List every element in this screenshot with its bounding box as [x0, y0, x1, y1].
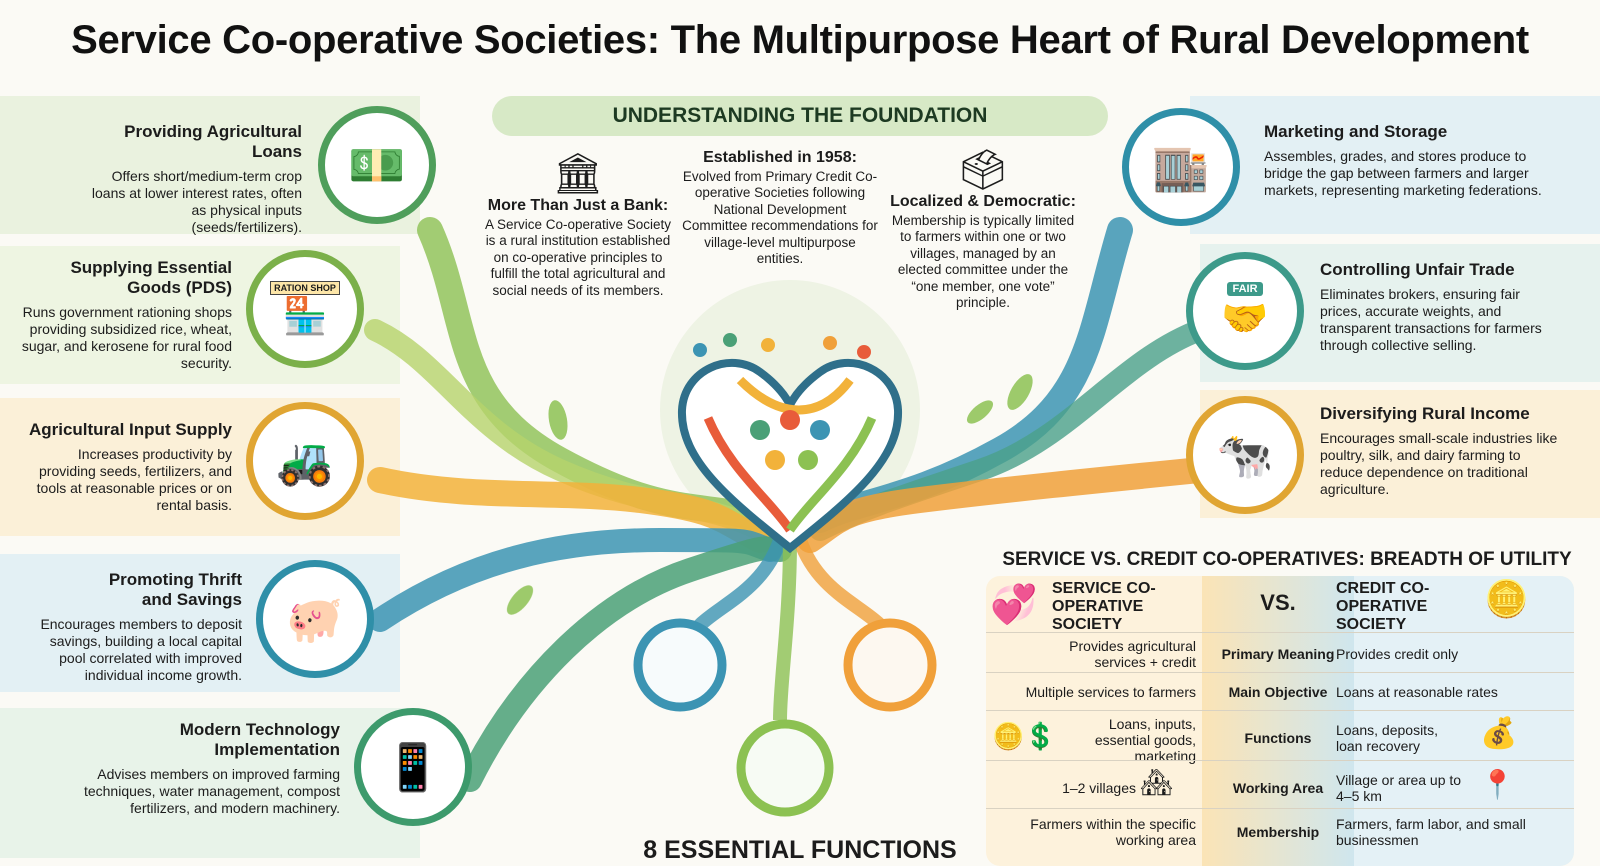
institution-icon: 🏛 [552, 151, 604, 197]
ballot-box-icon: 🗳 [957, 147, 1009, 193]
established-block: Established in 1958: Evolved from Primar… [680, 149, 880, 268]
ration-shop-icon: RATION SHOP 🏪 [246, 250, 364, 368]
function-goods: Supplying Essential Goods (PDS) Runs gov… [20, 258, 232, 372]
page-title: Service Co-operative Societies: The Mult… [71, 18, 1529, 62]
essential-functions-label: 8 ESSENTIAL FUNCTIONS [643, 836, 957, 864]
function-text: Increases productivity by providing seed… [36, 446, 232, 513]
warehouse-icon: 🏬 [1122, 108, 1240, 226]
leaves [506, 374, 1033, 615]
credit-primary-meaning: Provides credit only [1336, 646, 1459, 662]
map-pin-icon: 📍 [1480, 768, 1515, 801]
ration-shop-sign: RATION SHOP [270, 281, 340, 295]
village-icon: 🏘 [1140, 768, 1174, 798]
localized-text: Membership is typically limited to farme… [891, 212, 1075, 311]
label-functions: Functions [1244, 730, 1312, 746]
credit-main-objective: Loans at reasonable rates [1336, 684, 1498, 700]
left-branches [364, 217, 792, 792]
label-membership: Membership [1236, 824, 1320, 840]
function-text: Encourages members to deposit savings, b… [40, 616, 242, 683]
localized-block: 🗳 Localized & Democratic: Membership is … [890, 146, 1076, 312]
service-main-objective: Multiple services to farmers [1025, 684, 1196, 700]
coins-icon: 🪙💲 [992, 722, 1057, 752]
function-text: Advises members on improved farming tech… [83, 766, 340, 816]
tractor-icon: 🚜 [246, 402, 364, 520]
function-title: Marketing and Storage [1264, 122, 1448, 141]
credit-header: CREDIT CO-OPERATIVE SOCIETY [1336, 580, 1430, 633]
function-marketing: Marketing and Storage Assembles, grades,… [1264, 122, 1544, 199]
function-title: Supplying Essential Goods (PDS) [70, 258, 232, 297]
tablet-icon: 📱 [354, 708, 472, 826]
money-icon: 💵 [318, 106, 436, 224]
service-header: SERVICE CO-OPERATIVE SOCIETY [1052, 580, 1156, 633]
credit-membership: Farmers, farm labor, and small businessm… [1336, 816, 1526, 848]
livestock-icon: 🐄 [1186, 396, 1304, 514]
function-unfair-trade: Controlling Unfair Trade Eliminates brok… [1320, 260, 1560, 354]
function-text: Assembles, grades, and stores produce to… [1264, 148, 1542, 198]
function-title: Diversifying Rural Income [1320, 404, 1530, 423]
localized-title: Localized & Democratic: [890, 193, 1076, 210]
function-title: Controlling Unfair Trade [1320, 260, 1515, 279]
function-title: Agricultural Input Supply [28, 420, 232, 439]
heart-emblem [677, 333, 903, 554]
heart-icon: 💞 [990, 582, 1038, 626]
band-marketing [1190, 96, 1600, 234]
label-main-objective: Main Objective [1228, 684, 1328, 700]
service-primary-meaning: Provides agricultural services + credit [1069, 638, 1196, 670]
function-title: Modern Technology Implementation [179, 720, 340, 759]
function-diversify: Diversifying Rural Income Encourages sma… [1320, 404, 1560, 498]
table-row-divider [986, 672, 1574, 673]
comparison-title: SERVICE VS. CREDIT CO-OPERATIVES: BREADT… [1002, 549, 1572, 570]
coin-hand-icon: 🪙 [1484, 579, 1529, 620]
handshake-icon: FAIR 🤝 [1186, 252, 1304, 370]
label-working-area: Working Area [1232, 780, 1324, 796]
established-title: Established in 1958: [703, 149, 857, 166]
function-thrift: Promoting Thrift and Savings Encourages … [20, 570, 242, 684]
function-technology: Modern Technology Implementation Advises… [80, 720, 340, 817]
comparison-middle-column [1202, 576, 1354, 866]
function-text: Eliminates brokers, ensuring fair prices… [1320, 286, 1542, 353]
credit-functions: Loans, deposits, loan recovery [1336, 722, 1438, 754]
function-title: Promoting Thrift and Savings [108, 570, 242, 609]
table-row-divider [986, 760, 1574, 761]
function-text: Offers short/medium-term crop loans at l… [91, 168, 302, 235]
function-inputs: Agricultural Input Supply Increases prod… [20, 420, 232, 514]
service-working-area: 1–2 villages [1062, 780, 1136, 796]
service-functions: Loans, inputs, essential goods, marketin… [1094, 716, 1196, 764]
function-text: Encourages small-scale industries like p… [1320, 430, 1558, 497]
function-loans: Providing Agricultural Loans Offers shor… [90, 122, 302, 236]
established-text: Evolved from Primary Credit Co-operative… [682, 168, 878, 267]
function-text: Runs government rationing shops providin… [21, 304, 232, 371]
service-membership: Farmers within the specific working area [1030, 816, 1196, 848]
fair-tag: FAIR [1227, 281, 1263, 296]
table-row-divider [986, 710, 1574, 711]
vs-label: VS. [1260, 590, 1296, 615]
foundation-heading: UNDERSTANDING THE FOUNDATION [492, 96, 1108, 136]
comparison-right-column [1354, 576, 1574, 866]
comparison-table: 💞 SERVICE CO-OPERATIVE SOCIETY VS. CREDI… [986, 576, 1574, 866]
label-primary-meaning: Primary Meaning [1221, 646, 1335, 662]
root-branches [633, 537, 937, 817]
more-than-bank-title: More Than Just a Bank: [487, 197, 669, 214]
money-bag-icon: 💰 [1480, 716, 1518, 751]
table-row-divider [986, 808, 1574, 809]
band-technology [0, 708, 420, 858]
right-branches [797, 217, 1213, 553]
credit-working-area: Village or area up to 4–5 km [1336, 772, 1462, 804]
function-title: Providing Agricultural Loans [124, 122, 302, 161]
more-than-bank-block: 🏛 More Than Just a Bank: A Service Co-op… [480, 150, 676, 299]
more-than-bank-text: A Service Co-operative Society is a rura… [484, 216, 672, 298]
table-row-divider [986, 632, 1574, 633]
piggy-bank-icon: 🐖 [256, 560, 374, 678]
